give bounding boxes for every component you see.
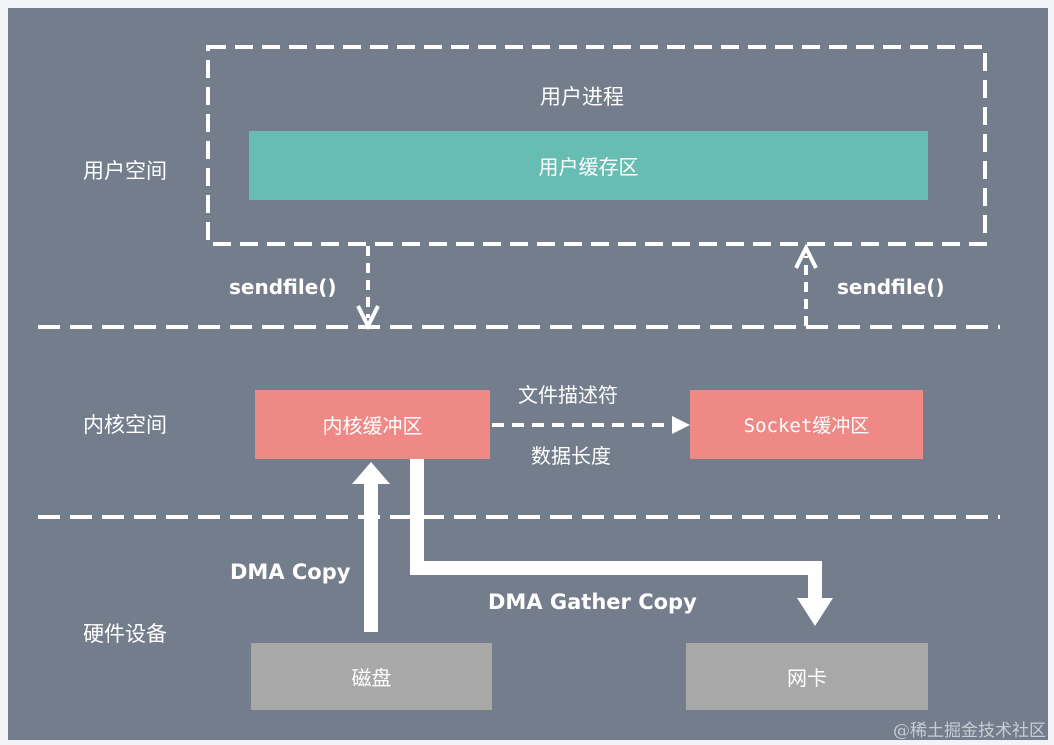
dma-gather-copy-label: DMA Gather Copy xyxy=(488,590,697,614)
sendfile-right-label: sendfile() xyxy=(837,275,945,299)
user-buffer-label: 用户缓存区 xyxy=(538,155,639,179)
descriptor-arrowhead xyxy=(672,416,690,434)
socket-buffer-label: Socket缓冲区 xyxy=(743,415,870,437)
gather-copy-shaft-3 xyxy=(808,561,822,601)
kernel-space-label: 内核空间 xyxy=(83,413,167,437)
kernel-buffer-label: 内核缓冲区 xyxy=(322,414,423,438)
nic-box: 网卡 xyxy=(686,643,928,710)
sendfile-down-arrowhead xyxy=(356,305,380,331)
gather-copy-arrowhead xyxy=(797,598,833,626)
disk-box: 磁盘 xyxy=(251,643,492,710)
dma-copy-arrowhead xyxy=(352,462,390,484)
user-space-label: 用户空间 xyxy=(83,159,167,183)
sendfile-left-label: sendfile() xyxy=(229,275,337,299)
gather-copy-shaft-1 xyxy=(410,459,424,575)
user-process-title: 用户进程 xyxy=(540,85,624,109)
dma-copy-label: DMA Copy xyxy=(230,560,351,584)
user-buffer-box: 用户缓存区 xyxy=(249,131,928,200)
disk-label: 磁盘 xyxy=(351,666,392,690)
hardware-label: 硬件设备 xyxy=(83,622,167,646)
nic-label: 网卡 xyxy=(787,666,827,690)
socket-buffer-box: Socket缓冲区 xyxy=(690,390,923,459)
data-length-label: 数据长度 xyxy=(531,444,611,468)
watermark: @稀土掘金技术社区 xyxy=(893,721,1046,741)
user-process-frame xyxy=(206,45,987,246)
dma-copy-shaft xyxy=(364,480,378,632)
file-descriptor-label: 文件描述符 xyxy=(518,383,618,407)
gather-copy-shaft-2 xyxy=(410,561,822,575)
sendfile-up-arrowhead xyxy=(794,243,818,269)
kernel-buffer-box: 内核缓冲区 xyxy=(255,390,490,459)
diagram-background xyxy=(8,8,1048,740)
